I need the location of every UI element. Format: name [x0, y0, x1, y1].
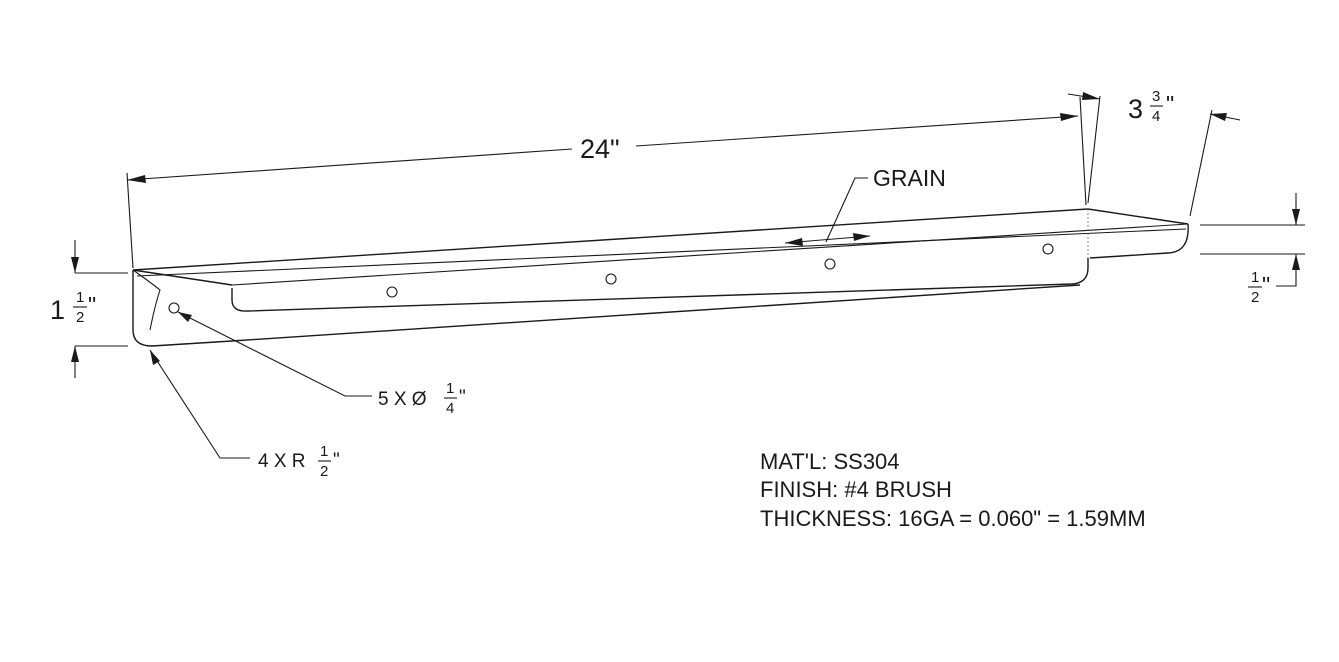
grain-label: GRAIN	[873, 165, 946, 191]
height-whole: 1	[50, 295, 65, 325]
holes-frac-num: 1	[446, 380, 454, 397]
holes-unit: "	[459, 387, 466, 408]
left-profile-curve	[132, 269, 161, 331]
radius-prefix: 4 X R	[258, 451, 306, 472]
bend-line	[136, 228, 1187, 277]
radius-unit: "	[333, 450, 340, 471]
front-flange-bottom-right	[231, 284, 1081, 342]
height-frac-num: 1	[76, 289, 84, 306]
mounting-hole	[386, 286, 398, 298]
height-unit: "	[88, 292, 96, 318]
lip-frac-num: 1	[1251, 269, 1259, 286]
height-frac-den: 2	[76, 309, 84, 326]
note-thickness: THICKNESS: 16GA = 0.060" = 1.59MM	[760, 506, 1146, 531]
height-dimension: 1 1 2 "	[50, 240, 128, 378]
radius-callout: 4 X R 1 2 "	[149, 349, 340, 480]
length-dim-line-right	[635, 115, 1079, 147]
mounting-hole	[168, 302, 180, 314]
top-face-inner-edge	[231, 223, 1189, 286]
depth-unit: "	[1166, 91, 1174, 117]
note-material: MAT'L: SS304	[760, 449, 900, 474]
depth-frac-den: 4	[1152, 108, 1160, 125]
notes-block: MAT'L: SS304 FINISH: #4 BRUSH THICKNESS:…	[760, 449, 1146, 531]
note-finish: FINISH: #4 BRUSH	[760, 477, 952, 502]
holes-frac-den: 4	[446, 400, 454, 417]
shelf-part	[132, 208, 1189, 347]
hole-callout: 5 X Ø 1 4 "	[177, 311, 466, 417]
holes-prefix: 5 X Ø	[378, 389, 427, 410]
lip-dimension: 1 2 "	[1200, 193, 1305, 306]
front-flange-bottom	[151, 340, 233, 347]
lip-frac-den: 2	[1251, 289, 1259, 306]
length-dimension: 24"	[126, 96, 1087, 269]
depth-whole: 3	[1128, 94, 1143, 124]
top-face-front-edge	[132, 269, 233, 286]
radius-frac-den: 2	[320, 463, 328, 480]
mounting-hole	[824, 258, 836, 270]
depth-frac-num: 3	[1152, 88, 1160, 105]
radius-frac-num: 1	[320, 443, 328, 460]
top-face-right-edge	[1087, 208, 1189, 225]
depth-dimension: 3 3 4 "	[1067, 88, 1241, 217]
front-flange-right	[1089, 223, 1189, 259]
mounting-hole	[1042, 243, 1054, 255]
length-dim-line-left	[126, 148, 573, 181]
grain-callout: GRAIN	[784, 165, 946, 246]
length-label: 24"	[580, 134, 620, 164]
top-face-back-edge	[132, 208, 1089, 271]
lip-outline	[231, 258, 1089, 312]
lip-unit: "	[1262, 272, 1270, 298]
front-flange-left	[132, 270, 153, 347]
mounting-hole	[605, 273, 617, 285]
